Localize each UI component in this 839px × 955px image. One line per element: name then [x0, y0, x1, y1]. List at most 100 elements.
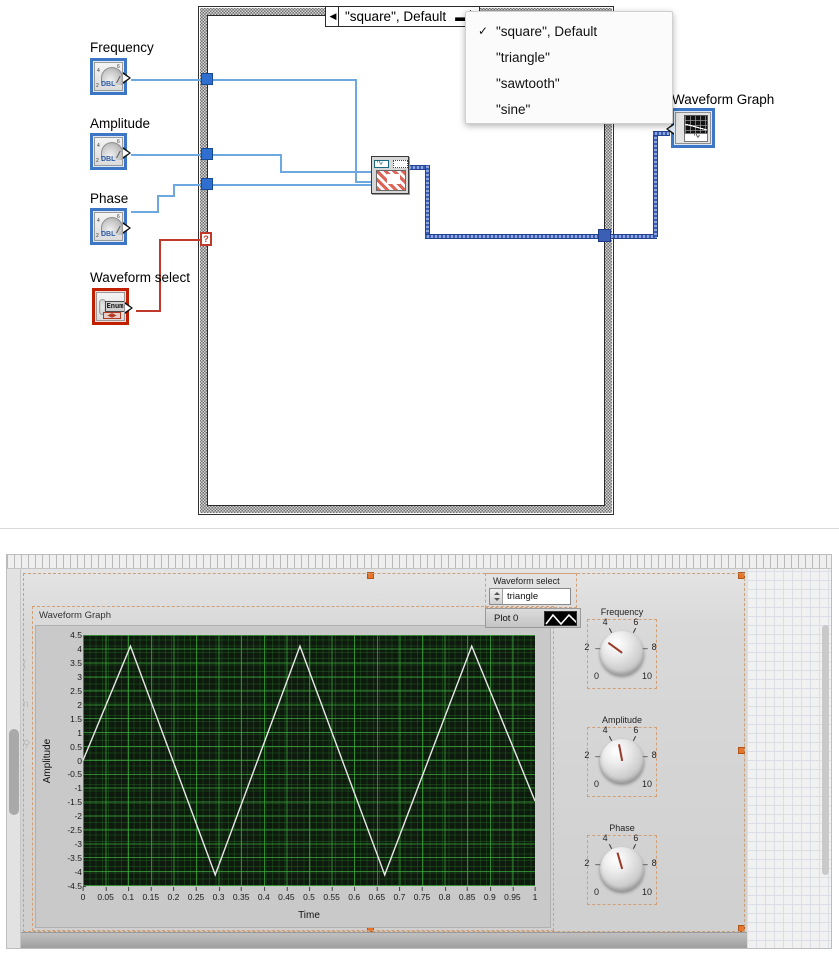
knob-icon-scale-2: 2: [96, 83, 99, 89]
graph-x-tick-label: 0.75: [414, 887, 430, 902]
knob-scale-number: 0: [593, 671, 599, 682]
phase-knob-label: Phase: [609, 823, 635, 833]
phase-knob-pointer: [616, 852, 623, 870]
tunnel-frequency[interactable]: [201, 73, 213, 85]
graph-y-tick-label: -2.5: [36, 825, 86, 835]
amplitude-knob-dial[interactable]: [600, 739, 644, 783]
graph-x-axis-label: Time: [298, 910, 320, 921]
menu-item-sawtooth[interactable]: "sawtooth": [466, 70, 672, 96]
case-selector-value: "square", Default: [345, 9, 447, 24]
menu-item-label: "sine": [496, 101, 531, 117]
knob-scale-number: 10: [642, 887, 653, 898]
wire-enum-seg1: [136, 310, 161, 312]
waveform-select-output-arrow: [125, 302, 133, 314]
wire-output-outside: [605, 234, 657, 239]
tunnel-amplitude[interactable]: [201, 148, 213, 160]
legend-waveform-icon: [545, 613, 576, 625]
graph-plot-line: [83, 644, 535, 877]
waveform-graph-terminal[interactable]: [666, 108, 715, 148]
graph-plot-area[interactable]: [83, 635, 535, 886]
graph-y-tick-label: -4.5: [36, 881, 86, 891]
wire-amplitude-down: [280, 154, 282, 172]
enum-type-tag: Enum: [105, 301, 124, 312]
graph-x-tick-label: 0.45: [278, 887, 295, 902]
selection-handle-top[interactable]: [367, 572, 374, 579]
case-prev-arrow-icon[interactable]: ◀: [328, 7, 339, 26]
vertical-scrollbar-right[interactable]: [822, 625, 829, 875]
wire-phase-to-subvi: [214, 184, 374, 186]
tunnel-phase[interactable]: [201, 178, 213, 190]
menu-item-triangle[interactable]: "triangle": [466, 44, 672, 70]
plot-style-swatch[interactable]: [544, 610, 577, 626]
phase-output-arrow: [123, 222, 131, 234]
waveform-select-ring[interactable]: triangle: [489, 588, 571, 605]
wire-phase-up2: [173, 185, 175, 196]
graph-x-tick-label: 0.25: [188, 887, 204, 902]
case-selector-terminal[interactable]: ?: [200, 232, 212, 246]
plot-legend[interactable]: Plot 0: [485, 608, 581, 628]
graph-y-tick-label: -3: [36, 839, 86, 849]
wire-frequency-to-subvi: [355, 181, 373, 183]
knob-scale-number: 0: [593, 779, 599, 790]
graph-y-tick-label: -4: [36, 867, 86, 877]
horizontal-ruler: [7, 555, 831, 569]
selection-handle-right[interactable]: [738, 747, 745, 754]
knob-icon: [101, 67, 122, 85]
phase-terminal[interactable]: 4 6 2 DBL: [90, 208, 131, 245]
front-panel-grid-area: [747, 555, 831, 948]
spinner-icon[interactable]: [490, 589, 503, 604]
frequency-terminal[interactable]: 4 6 2 DBL: [90, 58, 131, 95]
graph-x-tick-label: 0.9: [484, 887, 496, 902]
graph-x-tick-label: 0.55: [323, 887, 340, 902]
graph-x-tick-label: 0.15: [143, 887, 159, 902]
waveform-select-terminal-icon: Enum ◀▶: [96, 292, 125, 321]
wire-output-to-tunnel: [425, 234, 607, 239]
selection-handle-top-right[interactable]: [738, 572, 745, 579]
knob-scale-number: 2: [584, 749, 590, 760]
menu-item-square[interactable]: ✓ "square", Default: [466, 18, 672, 44]
menu-item-sine[interactable]: "sine": [466, 96, 672, 122]
graph-x-tick-label: 0.4: [258, 887, 270, 902]
frequency-type-tag: DBL: [101, 81, 116, 88]
tunnel-output[interactable]: [598, 229, 611, 242]
knob-icon-scale-6: 6: [117, 139, 120, 145]
plot-legend-name: Plot 0: [494, 612, 519, 624]
graph-y-tick-label: -3.5: [36, 853, 86, 863]
scrollbar-thumb[interactable]: [9, 729, 19, 815]
waveform-graph-terminal-label: Waveform Graph: [672, 92, 775, 107]
knob-tick-mark: [609, 843, 613, 849]
waveform-graph-input-arrow: [666, 123, 674, 135]
wire-phase-seg3: [173, 184, 216, 186]
window-divider: [0, 528, 839, 529]
knob-scale-number: 10: [642, 779, 653, 790]
waveform-generator-subvi[interactable]: [371, 156, 409, 194]
waveform-select-terminal[interactable]: Enum ◀▶: [92, 288, 133, 325]
wire-frequency-to-tunnel: [131, 79, 216, 81]
selection-handle-bottom-right[interactable]: [738, 925, 745, 932]
graph-legend-icon: [684, 133, 708, 142]
knob-tick-mark: [609, 735, 613, 741]
knob-tick-dash: –: [642, 859, 648, 870]
amplitude-knob-label: Amplitude: [601, 715, 643, 725]
frequency-knob-dial[interactable]: [600, 631, 644, 675]
case-selector-dropdown-menu[interactable]: ✓ "square", Default "triangle" "sawtooth…: [465, 11, 673, 124]
phase-type-tag: DBL: [101, 231, 116, 238]
vertical-scrollbar-left[interactable]: [7, 569, 21, 948]
frequency-output-arrow: [123, 72, 131, 84]
amplitude-terminal[interactable]: 4 6 2 DBL: [90, 133, 131, 170]
knob-scale-number: 4: [602, 724, 608, 735]
phase-knob-dial[interactable]: [600, 847, 644, 891]
graph-x-tick-label: 0: [81, 887, 85, 902]
menu-item-label: "sawtooth": [496, 75, 560, 91]
case-selector-label[interactable]: ◀ "square", Default ▬┘: [325, 6, 480, 27]
